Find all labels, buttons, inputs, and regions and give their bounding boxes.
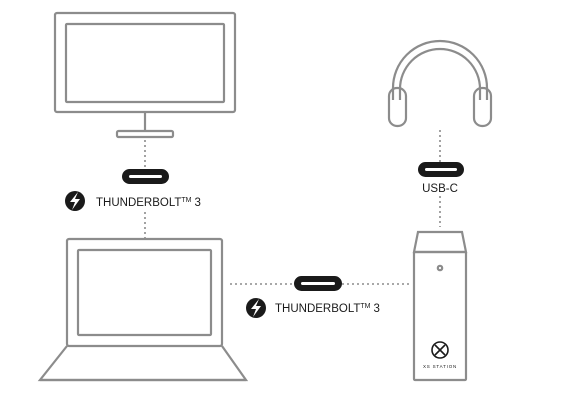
usb-c-label: USB-C bbox=[422, 183, 458, 195]
laptop-icon bbox=[37, 237, 249, 382]
thunderbolt-bolt-icon-mid bbox=[246, 298, 266, 318]
usb-c-connector-icon-mid bbox=[294, 276, 342, 291]
usb-c-connector-icon bbox=[122, 169, 169, 184]
dock-station-icon bbox=[412, 230, 468, 382]
monitor-icon bbox=[53, 11, 237, 139]
dock-brand-label: XS STATION bbox=[423, 364, 457, 369]
thunderbolt-bolt-icon bbox=[65, 191, 85, 211]
headphones-icon bbox=[387, 39, 493, 128]
usb-c-connector-icon-right bbox=[418, 162, 464, 177]
